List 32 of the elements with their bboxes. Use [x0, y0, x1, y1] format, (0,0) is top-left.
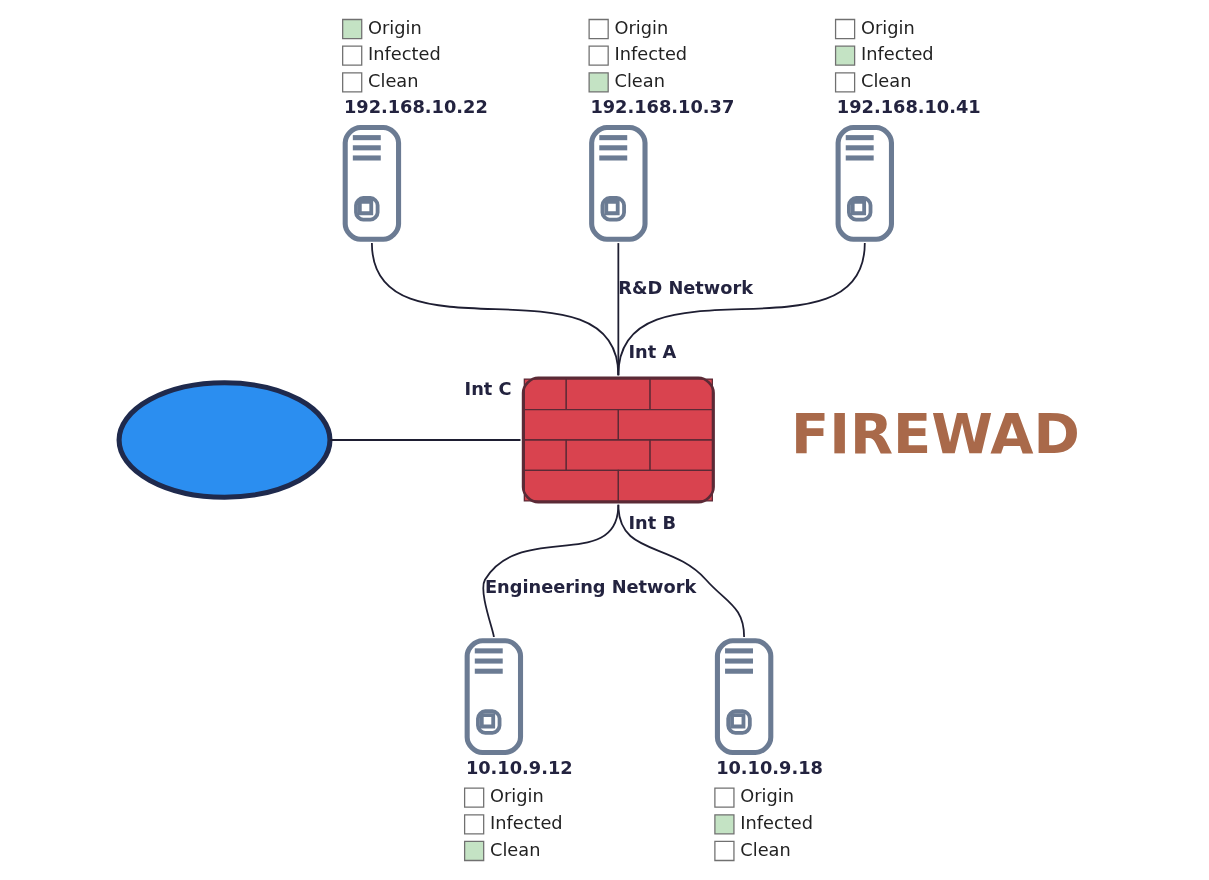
connector [328, 439, 521, 441]
node-label: 10.10.9.18 [715, 757, 823, 779]
label: FIREWAD [790, 400, 1080, 466]
node-label: Clean [739, 838, 791, 860]
node-label: Origin [614, 16, 668, 38]
node-label: Origin [860, 16, 915, 38]
node-label: Int A [628, 340, 676, 362]
node-label: Origin [739, 785, 794, 807]
node-label: Infected [367, 43, 441, 65]
edge-label: R&D Network [617, 277, 753, 299]
node-label: Origin [489, 785, 544, 807]
node-label: Clean [860, 70, 911, 92]
connector [616, 242, 619, 377]
node-label: Infected [614, 43, 687, 65]
node-label: 192.168.10.37 [589, 95, 734, 117]
node-label: Clean [489, 838, 540, 860]
edge-label: Engineering Network [484, 575, 696, 597]
connector [370, 242, 619, 377]
connector [616, 503, 745, 638]
node-label: 192.168.10.41 [836, 95, 981, 117]
node-label: Origin [367, 16, 422, 38]
connector [616, 242, 866, 377]
node-label: Infected [739, 811, 813, 833]
node-label: Clean [614, 70, 665, 92]
node-label: Int B [628, 512, 676, 534]
node-label: 192.168.10.22 [343, 95, 488, 117]
node-label: Int C [464, 377, 512, 399]
node-cloud [116, 380, 332, 500]
node-label: Infected [860, 43, 934, 65]
node-label: Clean [367, 70, 418, 92]
node-label: Infected [489, 811, 563, 833]
node-label: 10.10.9.12 [465, 757, 573, 779]
